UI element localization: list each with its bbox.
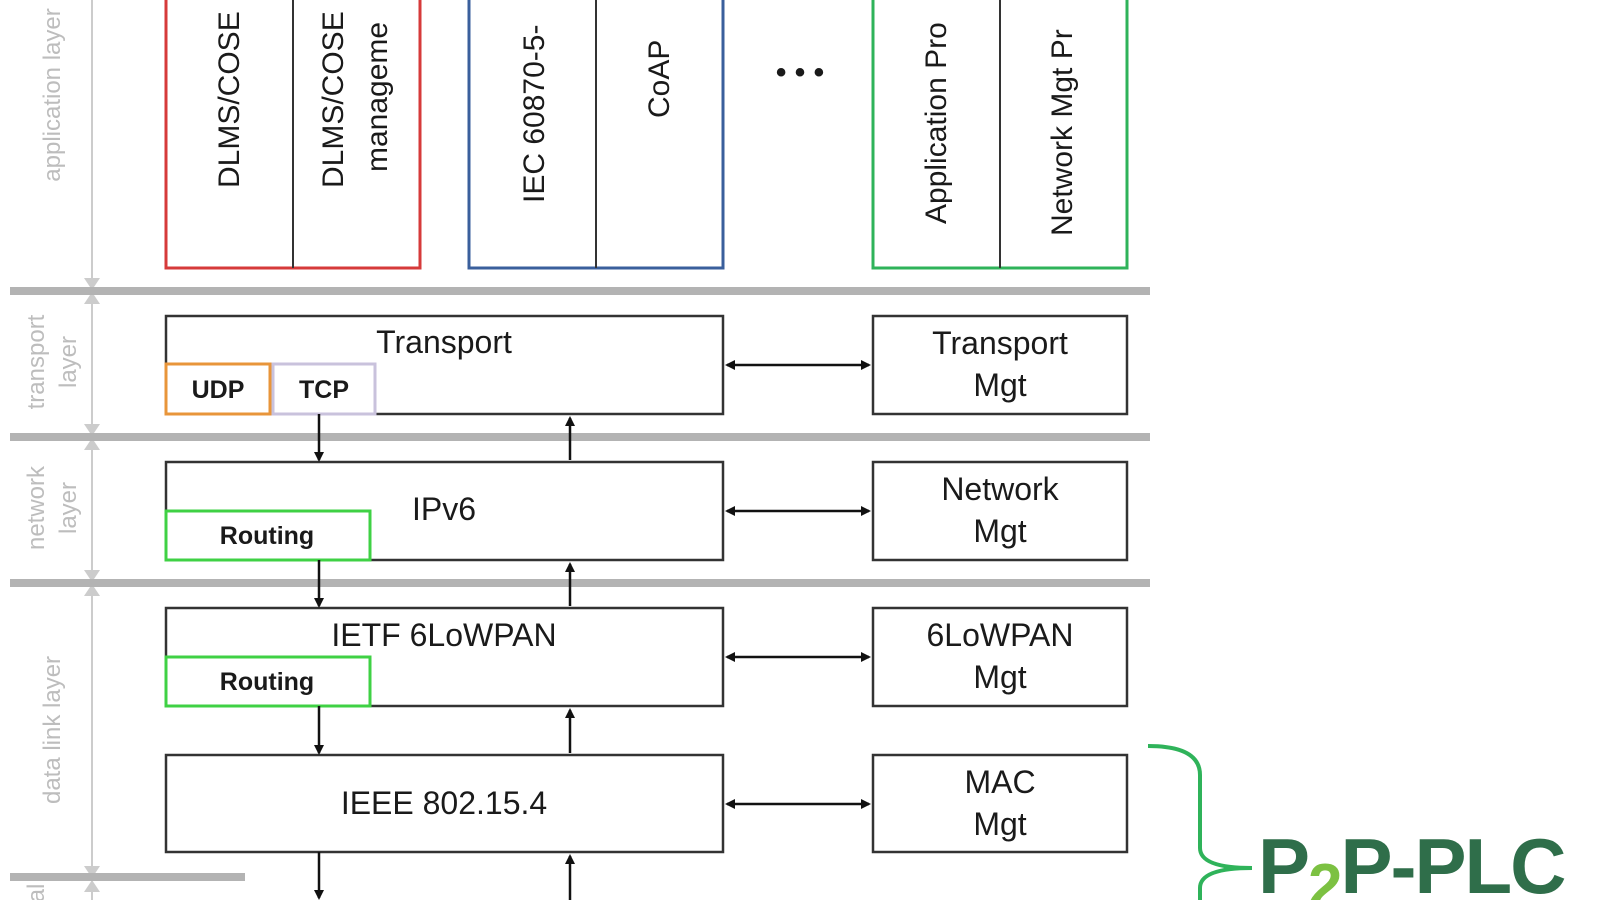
tcp-label: TCP (299, 376, 349, 404)
guide-arrow-up-icon (84, 438, 100, 450)
dlms-management-label: manageme (361, 22, 394, 172)
transport-mgt-box (871, 314, 1129, 416)
coap-label: CoAP (643, 40, 676, 118)
dlms-group: DLMS/COSE DLMS/COSE manageme (164, 0, 422, 270)
guide-arrow-up-icon (84, 292, 100, 304)
mac-mgt-label-2: Mgt (973, 806, 1026, 842)
layer-label-network-layer: layer (55, 482, 82, 534)
p2p-plc-logo-p: P (1258, 822, 1308, 900)
p2p-plc-logo: P2P-PLC (1258, 822, 1565, 900)
udp-box (164, 362, 272, 416)
guide-arrow-down-icon (84, 866, 100, 878)
transport-block: Transport UDP TCP (164, 314, 725, 416)
network-mgt-label-2: Mgt (973, 513, 1026, 549)
sixlowpan-mgt-label-2: Mgt (973, 659, 1026, 695)
p2p-plc-brace (1147, 744, 1253, 900)
sixlowpan-mgt-box (871, 606, 1129, 708)
ieee-box (164, 753, 725, 854)
iec-coap-group: IEC 60870-5- CoAP (467, 0, 725, 270)
transport-mgt-block: Transport Mgt (871, 314, 1129, 416)
layer-label-datalink: data link layer (39, 656, 66, 804)
network-mgt-label-1: Network (941, 471, 1059, 507)
dlms-cosem-label: DLMS/COSE (213, 11, 246, 188)
ieee-block: IEEE 802.15.4 (164, 753, 725, 854)
layer-arrows (314, 414, 575, 900)
profiles-group: Application Pro Network Mgt Pr (871, 0, 1129, 270)
layer-label-transport-layer: layer (55, 336, 82, 388)
ieee-title: IEEE 802.15.4 (341, 785, 547, 821)
ipv6-routing-label: Routing (220, 522, 314, 550)
mgt-arrows (725, 360, 871, 809)
iec-60870-label: IEC 60870-5- (518, 25, 551, 203)
layer-label-application: application layer (39, 8, 66, 181)
network-mgt-box (871, 460, 1129, 562)
transport-mgt-label-1: Transport (932, 325, 1068, 361)
dlms-cosem-mgmt-label: DLMS/COSE (317, 11, 350, 188)
mac-mgt-block: MAC Mgt (871, 753, 1129, 854)
ipv6-routing-box (164, 509, 372, 562)
sixlowpan-routing-box (164, 655, 372, 708)
network-mgt-block: Network Mgt (871, 460, 1129, 562)
guide-arrow-up-icon (84, 584, 100, 596)
mac-mgt-box (871, 753, 1129, 854)
tcp-box (271, 362, 377, 416)
transport-mgt-label-2: Mgt (973, 367, 1026, 403)
guide-arrow-down-icon (84, 424, 100, 436)
layer-label-network: network (23, 465, 50, 550)
application-profile-label: Application Pro (920, 22, 953, 224)
layer-label-physical: al (23, 884, 50, 900)
sixlowpan-title: IETF 6LoWPAN (331, 617, 556, 653)
sixlowpan-mgt-label-1: 6LoWPAN (926, 617, 1073, 653)
more-protocols-ellipsis: • • • (776, 56, 824, 89)
p2p-plc-logo-two: 2 (1308, 852, 1340, 900)
network-mgt-profile-label: Network Mgt Pr (1046, 29, 1079, 236)
p2p-plc-logo-rest: P-PLC (1341, 822, 1566, 900)
sixlowpan-mgt-block: 6LoWPAN Mgt (871, 606, 1129, 708)
transport-title: Transport (376, 324, 512, 360)
guide-arrow-down-icon (84, 278, 100, 290)
layer-guides (84, 0, 100, 900)
layer-label-transport: transport (23, 314, 50, 409)
guide-arrow-down-icon (84, 570, 100, 582)
mac-mgt-label-1: MAC (964, 764, 1035, 800)
sixlowpan-block: IETF 6LoWPAN Routing (164, 606, 725, 708)
udp-label: UDP (192, 376, 245, 404)
sixlowpan-routing-label: Routing (220, 668, 314, 696)
ipv6-block: IPv6 Routing (164, 460, 725, 562)
guide-arrow-up-icon (84, 880, 100, 892)
ipv6-title: IPv6 (412, 491, 476, 527)
